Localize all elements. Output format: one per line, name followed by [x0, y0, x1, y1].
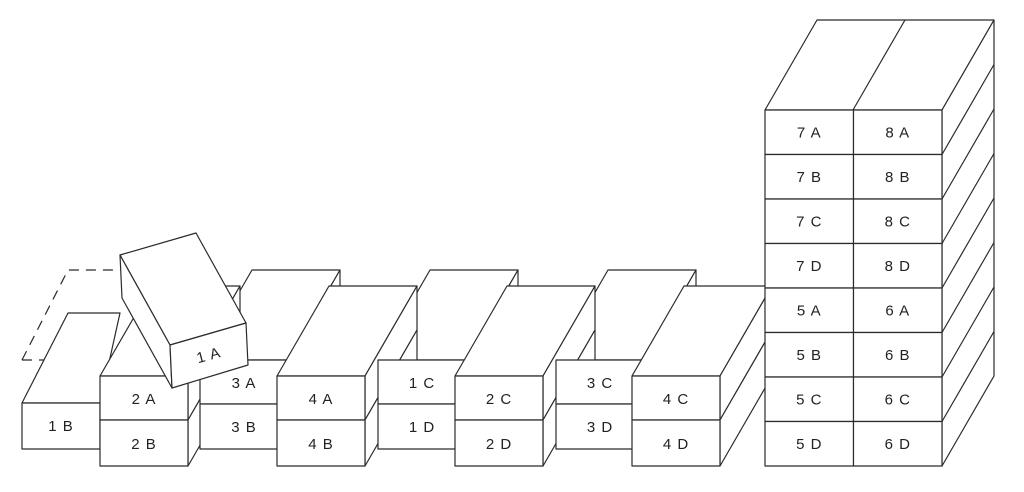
tower-block — [852, 153, 943, 200]
block-label: 1 D — [409, 419, 435, 436]
tower-block-label: 6 B — [885, 347, 911, 364]
tower-block-label: 7 A — [797, 124, 822, 141]
block-label: 2 D — [486, 436, 512, 453]
tower-side-edge — [941, 286, 995, 378]
tower-block-label: 7 D — [796, 258, 822, 275]
tower-block — [764, 376, 855, 423]
tower-side-edges — [941, 64, 995, 422]
back-row-tops — [199, 269, 697, 361]
tower-block-label: 8 A — [885, 124, 910, 141]
block-4d: 4 D — [631, 329, 773, 467]
block-label: 4 D — [663, 436, 689, 453]
tower-side-edge — [941, 108, 995, 200]
tower-block-label: 6 A — [885, 302, 910, 319]
tower-block-label: 8 D — [885, 258, 911, 275]
tower-side-edge — [941, 64, 995, 155]
block-label: 2 C — [486, 391, 512, 408]
block-1b: 1 B — [21, 312, 121, 450]
tower-side-edge — [941, 242, 995, 333]
tower-block-label: 6 D — [885, 436, 911, 453]
block-2c: 2 C — [454, 285, 596, 421]
block-label: 3 D — [587, 419, 613, 436]
tower-block-label: 7 C — [796, 213, 822, 230]
tower-block-label: 5 C — [796, 391, 822, 408]
tower-side-edge — [941, 331, 995, 422]
block-label: 1 A — [195, 344, 223, 367]
tower-block — [764, 420, 855, 467]
tower-block-label: 6 C — [885, 391, 911, 408]
block-label: 2 A — [132, 391, 157, 408]
block-4c: 4 C — [631, 285, 773, 421]
tower-block — [852, 376, 943, 423]
block-label: 2 B — [131, 436, 157, 453]
tower-cells: 7 A 8 A 7 B 8 B 7 C 8 C 7 D 8 D 5 A 6 A 5 B 6 B 5 C 6… — [764, 109, 943, 467]
tower-block — [852, 198, 943, 245]
tower-side-edge — [941, 153, 995, 244]
tower-block — [852, 420, 943, 467]
block-label: 4 C — [663, 391, 689, 408]
block-label: 1 C — [409, 375, 435, 392]
block-label: 3 A — [232, 375, 257, 392]
tower-block-label: 5 D — [796, 436, 822, 453]
tower-block-label: 8 C — [885, 213, 911, 230]
block-label: 4 B — [308, 436, 334, 453]
block-1a-lifted: 1 A — [119, 232, 249, 389]
block-label: 4 A — [309, 391, 334, 408]
tower-side-edge — [941, 197, 995, 289]
block-label: 3 C — [587, 375, 613, 392]
tower-block-label: 7 B — [796, 169, 822, 186]
tower-block-label: 5 B — [796, 347, 822, 364]
tower-block-label: 5 A — [797, 302, 822, 319]
block-tower: 7 A 8 A 7 B 8 B 7 C 8 C 7 D 8 D 5 A 6 A 5 B 6 B 5 C 6… — [764, 19, 995, 467]
block-label: 3 B — [231, 419, 257, 436]
block-label: 1 B — [48, 418, 74, 435]
tower-block-label: 8 B — [885, 169, 911, 186]
tower-block — [852, 109, 943, 156]
tower-block — [764, 109, 855, 156]
